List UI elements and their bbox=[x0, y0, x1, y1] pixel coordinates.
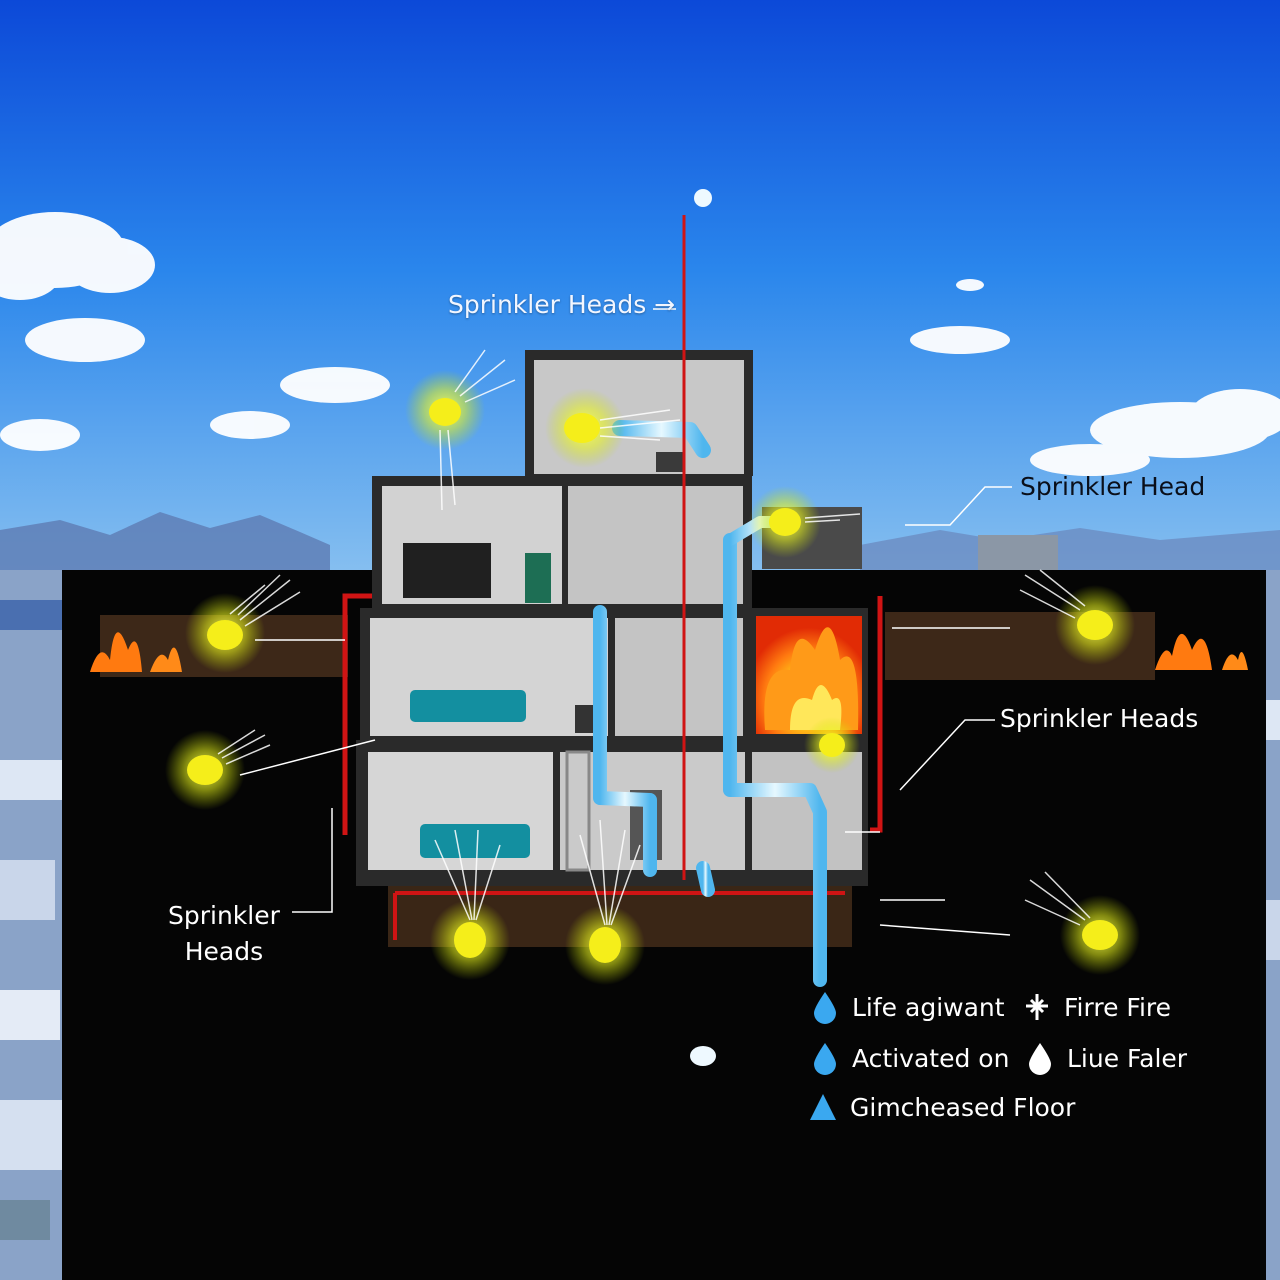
sprinkler-head-icon bbox=[565, 905, 645, 985]
legend-item: Life agiwant bbox=[810, 990, 1005, 1024]
label-line: Heads bbox=[184, 937, 264, 966]
water-spray bbox=[217, 349, 1091, 926]
legend-text: Firre Fire bbox=[1064, 992, 1172, 1022]
legend-item: Gimcheased Floor bbox=[808, 1090, 1075, 1124]
clouds bbox=[0, 212, 1280, 476]
water-drop-icon bbox=[814, 1043, 836, 1075]
legend-text: Liue Faler bbox=[1067, 1043, 1188, 1073]
sprinkler-head-icon bbox=[405, 370, 485, 450]
sofa-upper bbox=[410, 690, 526, 722]
sprinkler-head-icon bbox=[545, 388, 625, 468]
distant-building bbox=[978, 535, 1058, 575]
sprinkler-cross-icon bbox=[1026, 994, 1048, 1020]
label-line: Sprinkler bbox=[168, 901, 280, 930]
label-sprinkler-heads-left: Sprinkler Heads bbox=[168, 898, 280, 970]
leader-lines bbox=[239, 308, 1012, 936]
water-drop-icon bbox=[814, 992, 836, 1024]
city-right bbox=[1266, 570, 1280, 1280]
legend-item: Firre Fire bbox=[1022, 990, 1171, 1024]
sprinkler-head-icon bbox=[1060, 895, 1140, 975]
legend-text: Activated on bbox=[852, 1043, 1010, 1073]
sprinkler-head-icon bbox=[185, 593, 265, 673]
city-left bbox=[0, 570, 62, 1280]
legend-item: Liue Faler bbox=[1025, 1041, 1187, 1075]
sprinkler-head-icon bbox=[430, 900, 510, 980]
sprinkler-head-icon bbox=[1055, 585, 1135, 665]
label-sprinkler-heads-right: Sprinkler Heads bbox=[1000, 704, 1199, 733]
sprinkler-head-icon bbox=[165, 730, 245, 810]
sprinkler-head-icon bbox=[749, 486, 821, 558]
legend-text: Life agiwant bbox=[852, 992, 1005, 1022]
sofa-lower bbox=[420, 824, 530, 858]
label-sprinkler-heads-top: Sprinkler Heads → bbox=[448, 290, 676, 319]
legend-text: Gimcheased Floor bbox=[850, 1092, 1076, 1122]
flame-icon bbox=[90, 632, 1248, 672]
tv bbox=[403, 543, 491, 598]
mountains bbox=[0, 512, 330, 570]
white-drop-icon bbox=[1029, 1043, 1051, 1075]
label-sprinkler-head-right: Sprinkler Head bbox=[1020, 472, 1206, 501]
water-pipes bbox=[593, 187, 827, 1066]
water-triangle-icon bbox=[810, 1094, 836, 1120]
legend-item: Activated on bbox=[810, 1041, 1009, 1075]
sprinkler-head-icon bbox=[804, 717, 860, 773]
